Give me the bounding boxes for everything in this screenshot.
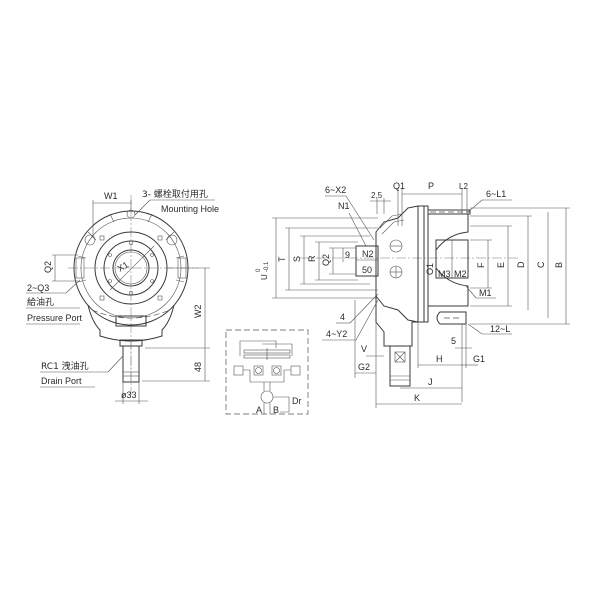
callout-6-l1: 6~L1 <box>486 189 506 199</box>
port-b-label: B <box>273 405 279 415</box>
pressure-port-en-label: Pressure Port <box>27 313 83 323</box>
dim-g1: G1 <box>473 354 485 364</box>
dim-f: F <box>476 262 486 268</box>
dim-x1: X1 <box>116 260 131 274</box>
pressure-port-qty: 2~Q3 <box>27 283 49 293</box>
side-view: N2 50 M3 M2 O1 <box>256 181 570 408</box>
dim-e: E <box>496 262 506 268</box>
dim-t: T <box>277 256 287 262</box>
dim-dia-33: ø33 <box>121 390 137 400</box>
dim-q1: Q1 <box>393 181 405 191</box>
dim-d: D <box>516 261 526 268</box>
drain-port-en-label: Drain Port <box>41 376 82 386</box>
dim-u: U <box>260 274 269 280</box>
drain-port-cn-label: RC1 洩油孔 <box>41 360 89 372</box>
dim-q2-side: Q2 <box>321 254 331 266</box>
dim-o1: O1 <box>425 263 435 275</box>
dim-5: 5 <box>451 336 456 346</box>
dim-l2: L2 <box>459 182 468 191</box>
dim-v: V <box>361 344 367 354</box>
dim-k: K <box>414 393 420 403</box>
port-a-label: A <box>256 405 262 415</box>
dim-h: H <box>436 354 443 364</box>
dim-n2: N2 <box>362 249 374 259</box>
dim-w2: W2 <box>193 305 203 319</box>
callout-4: 4 <box>340 312 345 322</box>
callout-4-y2: 4~Y2 <box>326 329 347 339</box>
dim-m3: M3 <box>438 269 451 279</box>
dim-r: R <box>307 255 317 262</box>
dim-c: C <box>536 261 546 268</box>
dim-q2-front: Q2 <box>43 261 53 273</box>
dim-50: 50 <box>362 265 372 275</box>
callout-6-x2: 6~X2 <box>325 185 346 195</box>
port-dr-label: Dr <box>292 396 302 406</box>
mounting-hole-en-label: Mounting Hole <box>161 204 219 214</box>
dim-s: S <box>292 256 302 262</box>
dim-p: P <box>428 181 434 191</box>
dim-m2: M2 <box>454 269 467 279</box>
dim-b: B <box>554 262 564 268</box>
dim-2-5: 2.5 <box>371 191 383 200</box>
mounting-hole-cn-label: 3- 螺栓取付用孔 <box>142 188 208 200</box>
dim-48: 48 <box>193 362 203 372</box>
dim-g2: G2 <box>358 362 370 372</box>
dim-w1: W1 <box>104 191 118 201</box>
pressure-port-cn-label: 給油孔 <box>27 296 54 308</box>
callout-m1: M1 <box>479 288 492 298</box>
callout-12-l: 12~L <box>490 324 510 334</box>
callout-n1: N1 <box>338 201 350 211</box>
dim-9: 9 <box>345 250 350 260</box>
front-view: W1 3- 螺栓取付用孔 Mounting Hole Q2 2~Q3 給油孔 P… <box>26 188 219 404</box>
hydraulic-schematic: A B Dr <box>225 329 309 415</box>
dim-u-tol-upper: 0 <box>256 268 262 272</box>
dim-j: J <box>428 377 433 387</box>
dim-u-tol-lower: -0.1 <box>264 261 270 272</box>
